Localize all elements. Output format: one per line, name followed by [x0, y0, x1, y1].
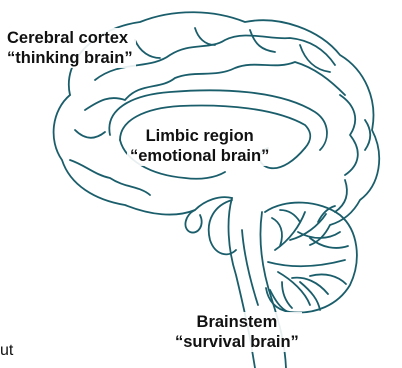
cropped-text-fragment: ut: [0, 342, 13, 360]
cortex-fold: [250, 30, 275, 52]
label-cerebral-cortex-subtitle: “thinking brain”: [7, 48, 133, 68]
arbor-vitae-branch: [298, 232, 340, 238]
cortex-fold: [335, 180, 347, 212]
arbor-vitae-branch: [310, 238, 348, 248]
cortex-fold: [365, 120, 370, 150]
cortex-fold: [300, 45, 330, 72]
cerebellum-divider: [268, 260, 345, 266]
cortex-fold: [75, 130, 105, 138]
label-limbic-region-title: Limbic region: [130, 126, 269, 146]
cortex-fold: [195, 28, 215, 45]
arbor-vitae-branch: [282, 282, 292, 308]
label-brainstem-title: Brainstem: [175, 312, 299, 332]
cortex-fold: [85, 62, 345, 110]
pons-bulge: [209, 200, 236, 254]
arbor-vitae-branch: [280, 210, 300, 222]
label-brainstem-subtitle: “survival brain”: [175, 332, 299, 352]
arbor-vitae-branch: [272, 218, 282, 246]
pituitary-loop: [185, 210, 201, 233]
cortex-fold: [340, 95, 358, 175]
brainstem-mid: [242, 230, 258, 305]
cerebellum-outline: [265, 203, 357, 313]
label-cerebral-cortex-title: Cerebral cortex: [7, 28, 133, 48]
label-cerebral-cortex: Cerebral cortex “thinking brain”: [4, 28, 136, 68]
label-brainstem: Brainstem “survival brain”: [172, 312, 302, 352]
cortex-fold: [135, 40, 160, 58]
label-limbic-region: Limbic region “emotional brain”: [127, 126, 272, 166]
label-limbic-region-subtitle: “emotional brain”: [130, 146, 269, 166]
arbor-vitae-branch: [275, 212, 305, 250]
